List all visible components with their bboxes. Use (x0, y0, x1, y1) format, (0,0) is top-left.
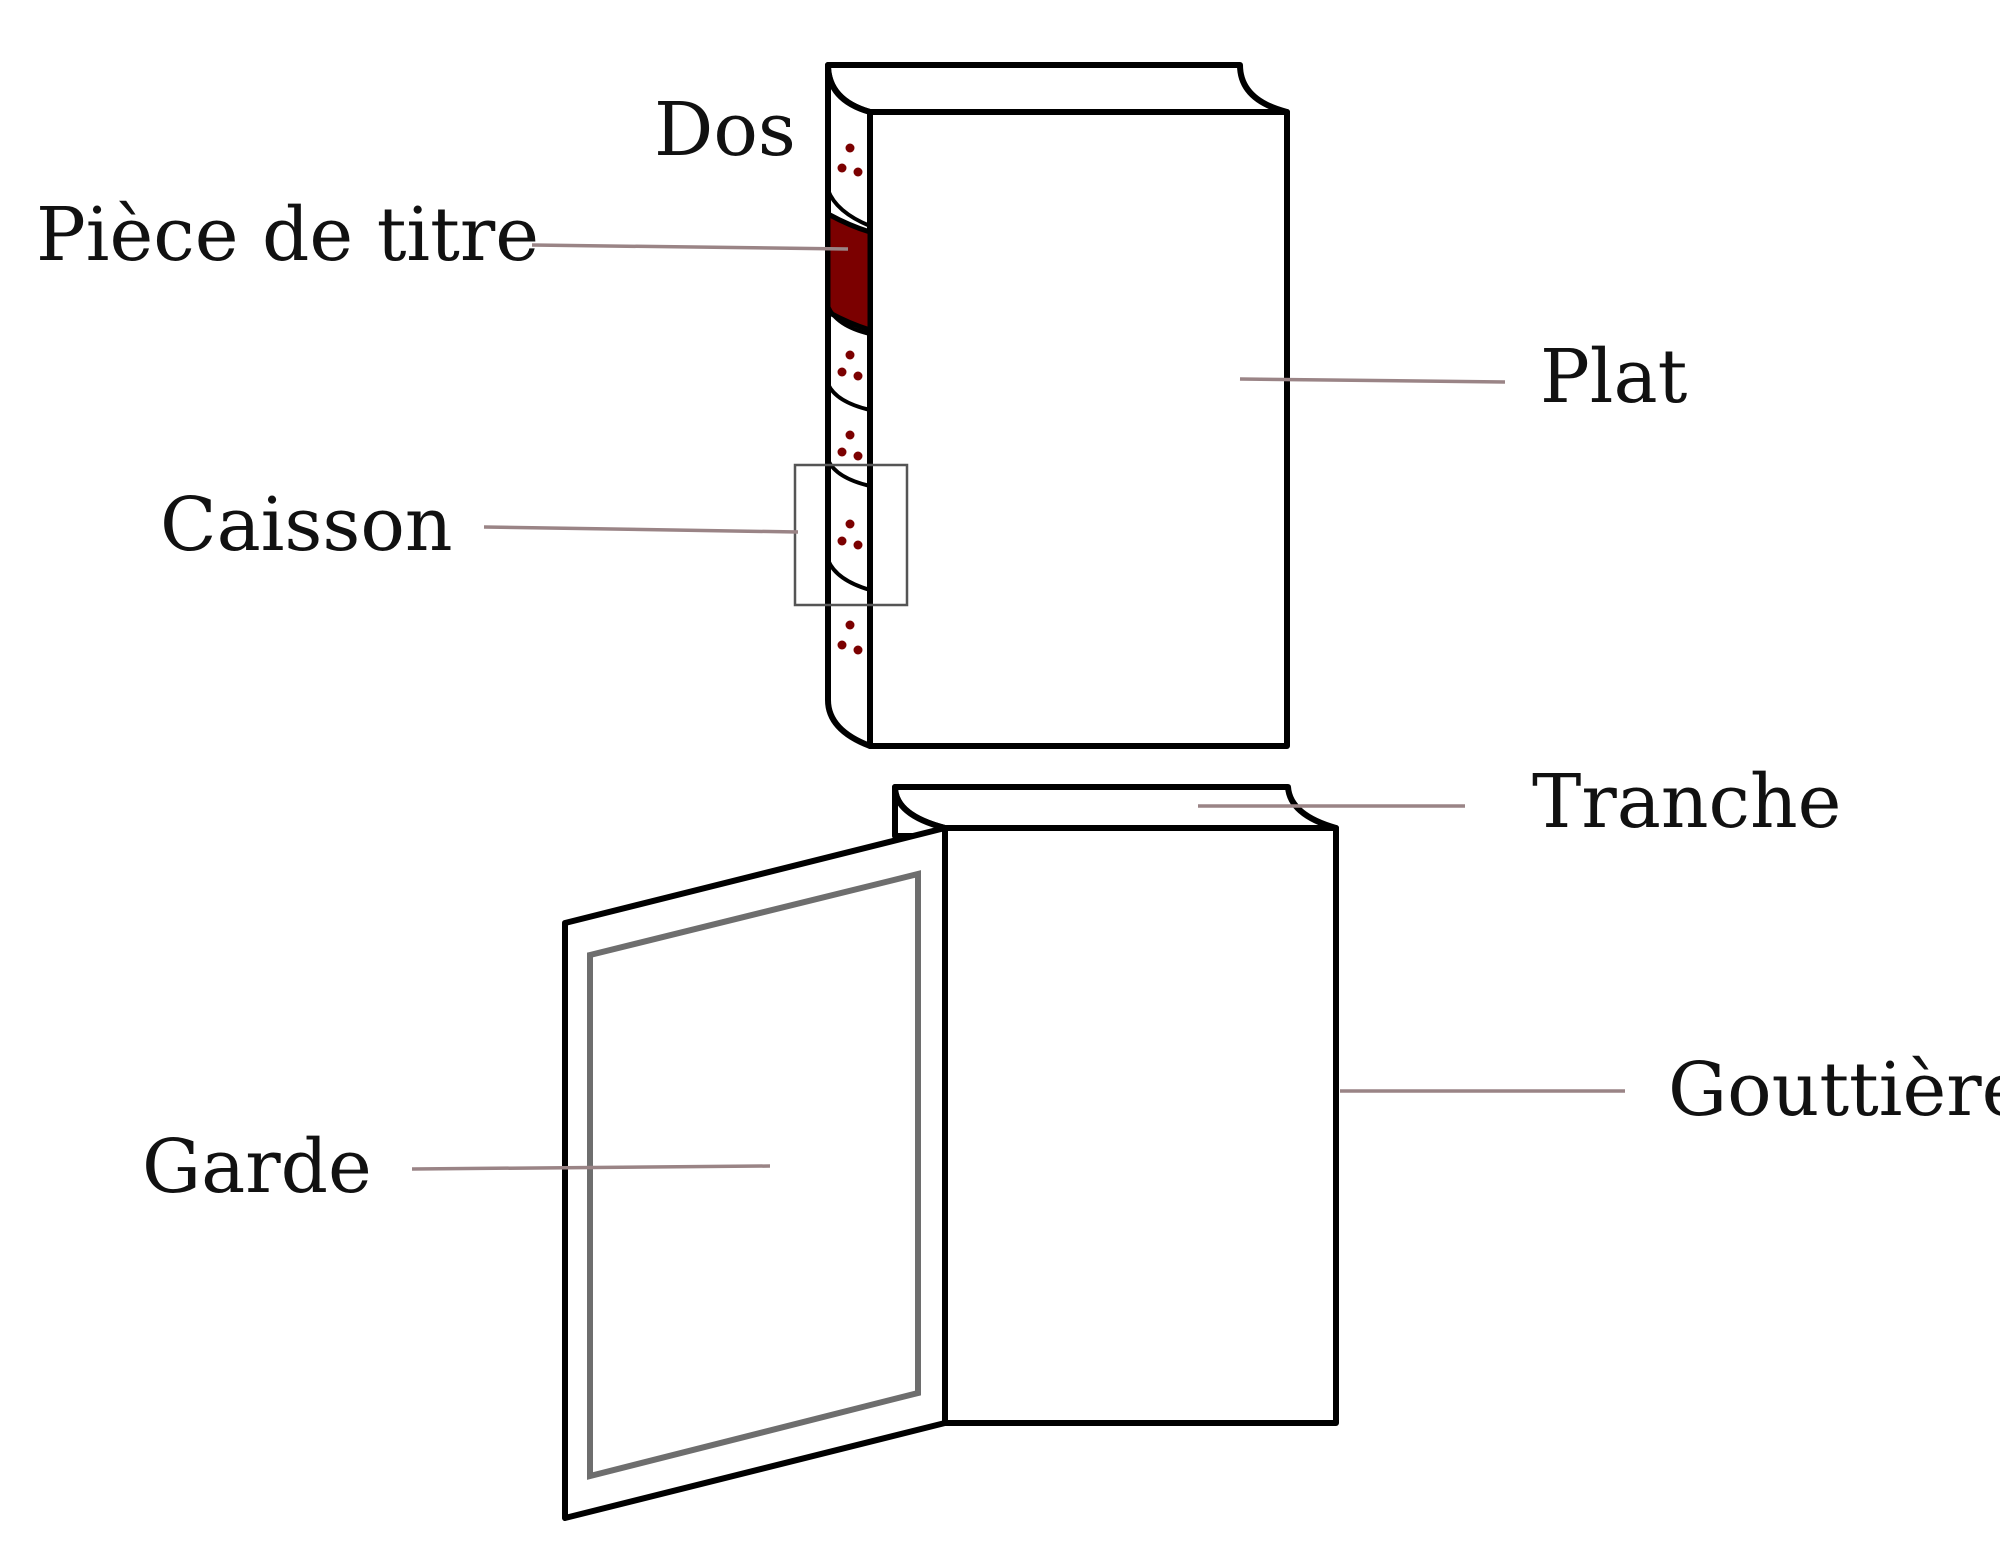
closed-book (793, 62, 1290, 749)
open-cover (562, 825, 948, 1521)
title-piece (825, 209, 873, 334)
labels: Dos Pièce de titre Caisson Plat Tranche … (36, 87, 2000, 1210)
spine-dots (837, 143, 863, 655)
leader-caisson (483, 525, 799, 534)
label-tranche: Tranche (1532, 759, 1841, 845)
spine (825, 62, 873, 749)
front-board (867, 109, 1290, 749)
spine-band-3 (826, 383, 871, 412)
text-block (942, 825, 1339, 1426)
label-plat: Plat (1540, 334, 1688, 420)
leader-piece-de-titre (531, 243, 849, 251)
spine-band-5 (826, 559, 871, 592)
label-dos: Dos (654, 87, 796, 173)
label-caisson: Caisson (160, 482, 453, 568)
caisson-highlight-box (793, 463, 909, 607)
spine-band-1 (826, 189, 871, 228)
label-piece-de-titre: Pièce de titre (36, 192, 539, 278)
spine-band-4 (826, 459, 871, 488)
endpaper-frame (587, 870, 921, 1480)
label-gouttiere: Gouttière (1668, 1047, 2000, 1133)
top-book-headcap (825, 62, 1290, 115)
leader-plat (1239, 377, 1506, 384)
open-book (562, 784, 1339, 1521)
leader-garde (411, 1164, 771, 1171)
spine-band-2 (826, 305, 871, 336)
leader-lines (411, 243, 1625, 1171)
label-garde: Garde (142, 1124, 372, 1210)
